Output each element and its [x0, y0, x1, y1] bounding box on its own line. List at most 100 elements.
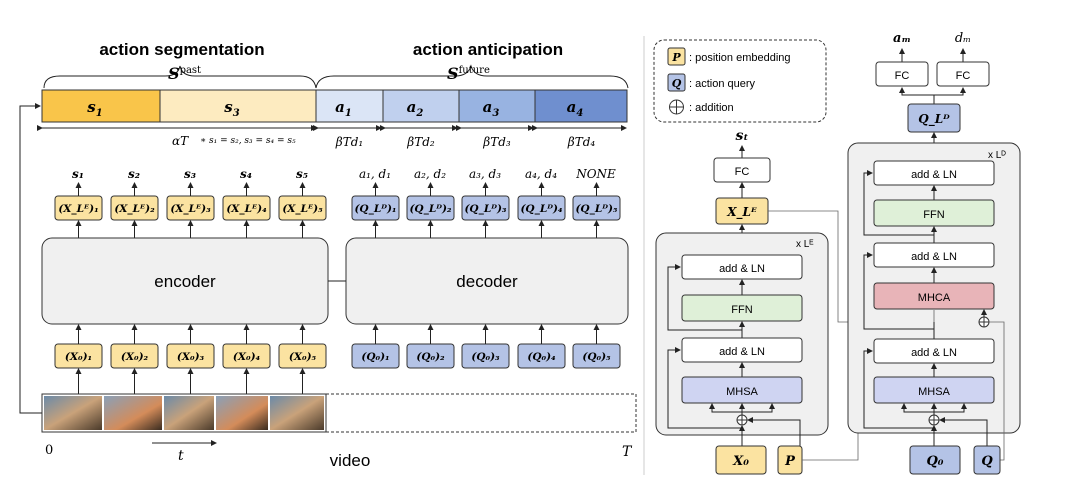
dec-mhsa-label: MHSA — [918, 386, 950, 398]
token-label: (Q₀)₄ — [527, 351, 556, 363]
enc-mhsa-label: MHSA — [726, 386, 758, 398]
legend-p-swatch — [667, 47, 686, 66]
token-label: (X_Lᴱ)₄ — [226, 203, 267, 216]
token-label: (Q₀)₅ — [582, 351, 611, 363]
dec-q-box — [973, 445, 1001, 475]
decoder-output-labels: a₁, d₁ a₂, d₂ a₃, d₃ a₄, d₄ NONE — [359, 167, 616, 181]
token-label: (X₀)₂ — [121, 351, 149, 363]
output-label: s₂ — [128, 167, 140, 181]
timeline-segment-label: s3 — [224, 98, 239, 119]
token-label: (X₀)₄ — [233, 351, 261, 363]
dec-mhca — [873, 282, 995, 310]
section-title-segmentation: action segmentation — [99, 40, 264, 59]
legend-p-label: P — [671, 51, 681, 64]
dec-q-label: Q — [981, 454, 993, 469]
legend-box — [653, 39, 827, 123]
token-label: (X_Lᴱ)₃ — [170, 203, 211, 216]
token-label: (X₀)₅ — [289, 351, 317, 363]
beta-label: βTd₂ — [406, 135, 435, 149]
enc-x0-box — [715, 445, 767, 475]
equation-note: ∗ s₁ = s₂, s₃ = s₄ = s₅ — [200, 136, 296, 146]
cross-add-icon-2 — [978, 316, 990, 328]
output-label: s₅ — [296, 167, 308, 181]
enc-addln-bottom-label: add & LN — [719, 346, 765, 358]
axis-T: T — [622, 444, 633, 460]
enc-ffn-label: FFN — [731, 304, 752, 316]
axis-zero: 0 — [45, 443, 53, 458]
token-label: (Q_Lᴰ)₄ — [520, 203, 562, 216]
token-label: (Q_Lᴰ)₃ — [464, 203, 506, 216]
dec-qld-label: Q_Lᴰ — [918, 112, 950, 127]
output-label: a₄, d₄ — [525, 167, 557, 181]
video-label: video — [330, 451, 371, 470]
alpha-t-label: αT — [172, 134, 189, 148]
enc-repeat-label: x Lᴱ — [796, 239, 813, 250]
timeline-segment — [382, 89, 460, 123]
timeline-segment-label: a4 — [567, 98, 584, 119]
decoder-input-tokens: (Q₀)₁ (Q₀)₂ (Q₀)₃ (Q₀)₄ (Q₀)₅ — [351, 324, 621, 369]
dec-addln-3-label: add & LN — [911, 347, 957, 359]
token-label: (X₀)₁ — [65, 351, 92, 363]
dec-q0-box — [909, 445, 961, 475]
enc-p-label: P — [784, 454, 796, 469]
token-label: (Q_Lᴰ)₂ — [409, 203, 451, 216]
encoder-output-tokens: (X_Lᴱ)₁(X_Lᴱ)₂(X_Lᴱ)₃(X_Lᴱ)₄(X_Lᴱ)₅ — [54, 182, 327, 238]
s-past-label: Spast — [168, 64, 201, 83]
legend-q-swatch — [667, 73, 686, 92]
output-label: s₃ — [184, 167, 196, 181]
legend-addition-icon — [669, 99, 684, 115]
output-label: NONE — [575, 167, 616, 181]
decoder-label: decoder — [456, 272, 518, 291]
dec-am-label: aₘ — [893, 31, 911, 46]
dec-ffn-label: FFN — [923, 209, 944, 221]
dec-addln-2-label: add & LN — [911, 251, 957, 263]
enc-xle-label: X_Lᴱ — [726, 205, 757, 220]
timeline-segment — [534, 89, 628, 123]
token-label: (Q₀)₁ — [361, 351, 389, 363]
video-feedback-line — [19, 103, 42, 414]
enc-st-label: sₜ — [735, 128, 748, 144]
legend-q-label: Q — [672, 77, 682, 90]
timeline-segment — [458, 89, 536, 123]
decoder-output-tokens: (Q_Lᴰ)₁ (Q_Lᴰ)₂ (Q_Lᴰ)₃ (Q_Lᴰ)₄ (Q_Lᴰ)₅ — [351, 182, 621, 238]
dec-repeat-label: x Lᴰ — [988, 150, 1006, 161]
beta-label: βTd₃ — [482, 135, 511, 149]
dec-q0-label: Q₀ — [926, 454, 943, 469]
axis-t: t — [178, 448, 184, 464]
output-label: a₁, d₁ — [359, 167, 391, 181]
token-label: (Q_Lᴰ)₁ — [354, 203, 396, 216]
token-label: (Q₀)₂ — [416, 351, 445, 363]
dec-addln-1-label: add & LN — [911, 169, 957, 181]
beta-lengths: βTd₁ βTd₂ βTd₃ βTd₄ — [313, 125, 627, 149]
s-future-label: Sfuture — [447, 64, 490, 83]
output-label: s₁ — [72, 167, 84, 181]
token-label: (X_Lᴱ)₂ — [114, 203, 155, 216]
dec-fc-d-label: FC — [956, 70, 971, 82]
enc-fc-label: FC — [735, 166, 750, 178]
timeline-segment — [315, 89, 384, 123]
legend-add-text: : addition — [689, 102, 734, 114]
output-label: a₃, d₃ — [469, 167, 501, 181]
token-label: (X₀)₃ — [177, 351, 205, 363]
legend-q-text: : action query — [689, 78, 756, 90]
output-label: a₂, d₂ — [414, 167, 446, 181]
timeline-segment-label: a3 — [483, 98, 500, 119]
timeline-segment-label: a1 — [335, 98, 352, 119]
encoder-input-tokens: (X₀)₁ (X₀)₂ (X₀)₃ (X₀)₄ (X₀)₅ — [54, 324, 327, 394]
enc-add-icon — [736, 414, 748, 426]
token-label: (Q_Lᴰ)₅ — [575, 203, 617, 216]
encoder-label: encoder — [154, 272, 216, 291]
dec-add-icon — [928, 414, 940, 426]
dec-fc-a-box — [875, 61, 929, 87]
timeline-segment-label: s1 — [87, 98, 102, 119]
beta-label: βTd₁ — [335, 135, 363, 149]
dec-mhca-label: MHCA — [918, 292, 951, 304]
legend-p-text: : position embedding — [689, 52, 791, 64]
token-label: (Q₀)₃ — [471, 351, 500, 363]
enc-x0-label: X₀ — [732, 454, 749, 469]
dec-fc-d-box — [936, 61, 990, 87]
timeline-segment — [159, 89, 317, 123]
beta-label: βTd₄ — [567, 135, 596, 149]
